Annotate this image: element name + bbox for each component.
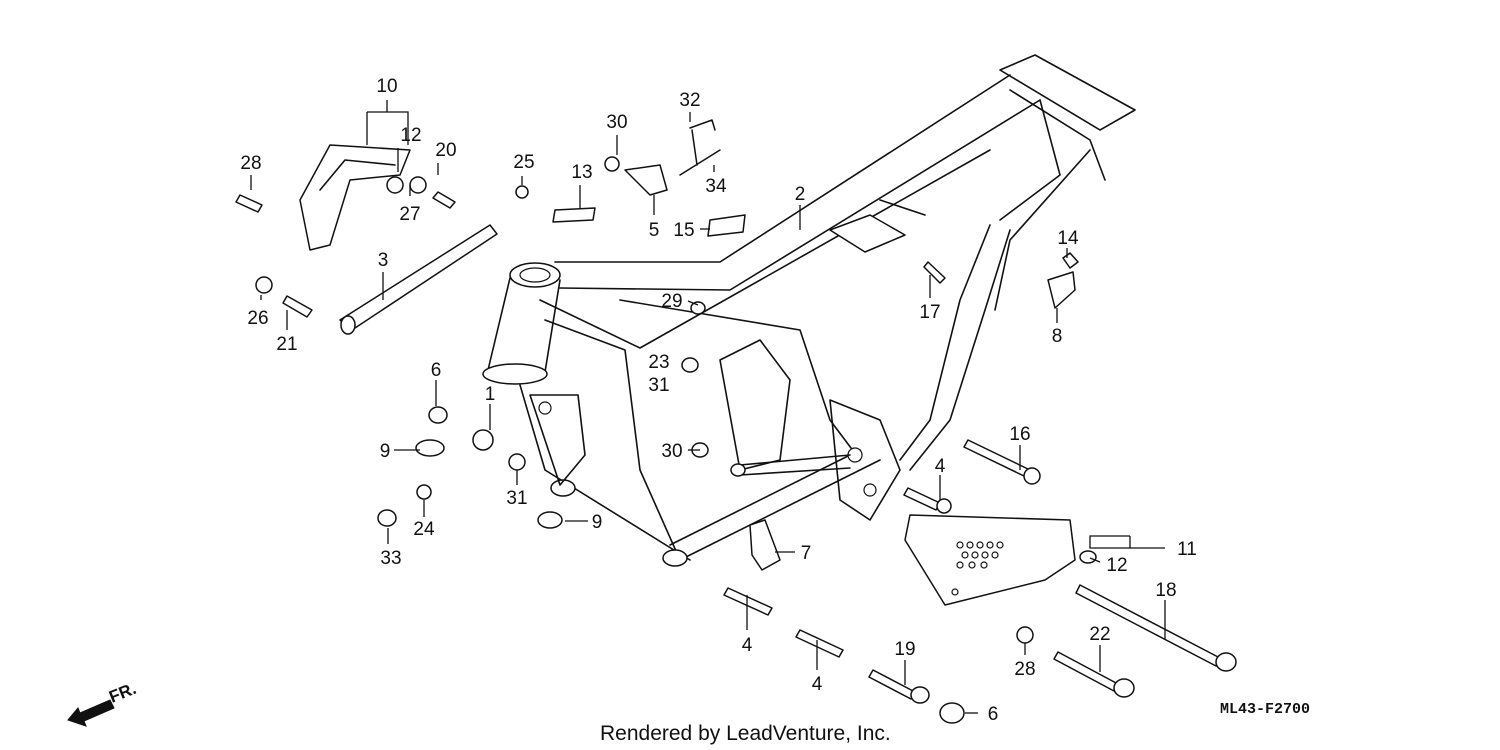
callout-13: 13 bbox=[571, 162, 592, 183]
callout-4: 4 bbox=[812, 674, 823, 695]
callout-14: 14 bbox=[1057, 228, 1079, 249]
arrow-icon bbox=[67, 699, 115, 727]
callout-3: 3 bbox=[378, 250, 389, 271]
callout-4: 4 bbox=[742, 635, 753, 656]
callout-28: 28 bbox=[1014, 659, 1035, 680]
callout-26: 26 bbox=[247, 308, 268, 329]
callout-9: 9 bbox=[592, 512, 603, 533]
callout-15: 15 bbox=[673, 220, 694, 241]
main-frame bbox=[482, 54, 1136, 567]
callout-16: 16 bbox=[1009, 424, 1030, 445]
callout-10: 10 bbox=[376, 76, 397, 97]
callout-7: 7 bbox=[801, 543, 812, 564]
callout-6: 6 bbox=[431, 360, 442, 381]
callout-1: 1 bbox=[485, 384, 496, 405]
callout-30: 30 bbox=[606, 112, 627, 133]
side-cover-11 bbox=[904, 514, 1097, 606]
callout-29: 29 bbox=[661, 291, 682, 312]
callout-4: 4 bbox=[935, 456, 946, 477]
callout-25: 25 bbox=[513, 152, 534, 173]
front-direction-arrow: FR. bbox=[67, 679, 139, 727]
callout-24: 24 bbox=[413, 519, 435, 540]
callout-labels: 10 12 20 28 27 25 13 30 32 34 5 15 2 3 2… bbox=[240, 76, 1196, 725]
callout-34: 34 bbox=[705, 176, 727, 197]
callout-32: 32 bbox=[679, 90, 700, 111]
callout-12: 12 bbox=[1106, 555, 1127, 576]
rendered-by-credit: Rendered by LeadVenture, Inc. bbox=[600, 722, 891, 745]
callout-19: 19 bbox=[894, 639, 915, 660]
callout-30: 30 bbox=[661, 441, 682, 462]
callout-28: 28 bbox=[240, 153, 261, 174]
callout-23: 23 bbox=[648, 352, 669, 373]
callout-21: 21 bbox=[276, 334, 297, 355]
callout-27: 27 bbox=[399, 204, 420, 225]
callout-12: 12 bbox=[400, 125, 421, 146]
callout-9: 9 bbox=[380, 441, 391, 462]
long-bolts bbox=[723, 439, 1237, 724]
cross-pipe-3 bbox=[339, 224, 498, 335]
bracket-7 bbox=[749, 519, 781, 571]
callout-20: 20 bbox=[435, 140, 456, 161]
callout-2: 2 bbox=[795, 184, 806, 205]
callout-17: 17 bbox=[919, 302, 940, 323]
leader-lines bbox=[250, 100, 1166, 714]
front-label: FR. bbox=[106, 679, 139, 707]
front-bracket-10 bbox=[299, 144, 411, 251]
callout-6: 6 bbox=[988, 704, 999, 725]
callout-22: 22 bbox=[1089, 624, 1110, 645]
diagram-code: ML43-F2700 bbox=[1220, 701, 1310, 718]
callout-31: 31 bbox=[506, 488, 527, 509]
callout-18: 18 bbox=[1155, 580, 1176, 601]
callout-5: 5 bbox=[649, 220, 660, 241]
callout-11: 11 bbox=[1177, 539, 1197, 560]
callout-31: 31 bbox=[648, 375, 669, 396]
callout-33: 33 bbox=[380, 548, 401, 569]
callout-8: 8 bbox=[1052, 326, 1063, 347]
